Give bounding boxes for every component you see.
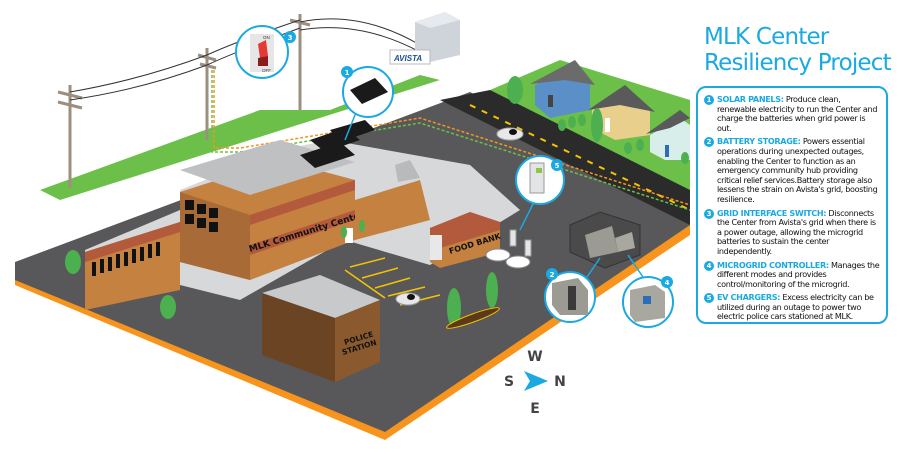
legend-badge: 4 (704, 260, 714, 271)
avista-sign: AVISTA (393, 54, 422, 63)
legend-item-battery-storage: 2 BATTERY STORAGE: Powers essential oper… (704, 137, 880, 204)
car-street (496, 127, 524, 141)
legend-heading: EV CHARGERS: (717, 292, 781, 303)
compass-west: W (527, 349, 542, 365)
callout-badge-1: 1 (345, 69, 350, 77)
switch-on-label: ON (263, 35, 270, 40)
utility-poles (57, 14, 311, 188)
legend-badge: 2 (704, 137, 714, 148)
legend-item-solar-panels: 1 SOLAR PANELS: Produce clean, renewable… (704, 94, 880, 133)
left-wing (85, 222, 180, 310)
legend-heading: MICROGRID CONTROLLER: (717, 259, 829, 270)
callout-switch (235, 25, 289, 79)
legend-badge: 1 (704, 95, 714, 105)
legend-item-microgrid-controller: 4 MICROGRID CONTROLLER: Manages the diff… (704, 259, 880, 290)
compass: W S N E (504, 349, 566, 417)
callout-solar (342, 66, 394, 118)
compass-arrow-icon (524, 371, 548, 391)
callout-controller (622, 276, 674, 328)
callout-badge-3: 3 (288, 34, 293, 42)
street-centerline (469, 104, 691, 211)
legend-text: Powers essential operations during unexp… (717, 136, 878, 204)
house-mint (646, 110, 690, 160)
callout-lines (344, 109, 646, 281)
parking-lot-car (395, 292, 421, 306)
middle-wing (345, 160, 430, 243)
legend-heading: GRID INTERFACE SWITCH: (717, 207, 827, 218)
legend-box: 1 SOLAR PANELS: Produce clean, renewable… (696, 86, 888, 324)
compass-east: E (530, 401, 540, 417)
legend-item-grid-interface-switch: 3 GRID INTERFACE SWITCH: Disconnects the… (704, 207, 880, 257)
trees-lot (65, 220, 498, 328)
grass-strip (40, 75, 440, 200)
ev-chargers (509, 229, 532, 257)
house-blue (530, 60, 595, 118)
switch-off-label: OFF (262, 68, 271, 73)
legend-text: Excess electricity can be utilized durin… (717, 292, 874, 322)
page-title: MLK Center Resiliency Project (704, 24, 892, 76)
legend-badge: 3 (704, 208, 714, 219)
compass-south: S (504, 374, 514, 390)
legend-text: Disconnects the Center from Avista's gri… (717, 207, 876, 256)
police-station (262, 275, 380, 382)
legend-heading: BATTERY STORAGE: (717, 136, 801, 147)
legend-text: Produce clean, renewable electricity to … (717, 94, 878, 133)
callout-battery (544, 271, 596, 323)
house-yellow (588, 85, 655, 140)
callout-badge-2: 2 (550, 271, 555, 279)
compass-north: N (554, 374, 566, 390)
legend-text: Manages the different modes and provides… (717, 259, 880, 289)
battery-enclosure (569, 211, 641, 269)
title-line-2: Resiliency Project (704, 50, 892, 76)
street (440, 90, 690, 225)
police-cars (485, 248, 531, 269)
legend-heading: SOLAR PANELS: (717, 94, 784, 104)
callout-badge-4: 4 (665, 279, 670, 287)
legend-badge: 5 (704, 293, 714, 304)
parking-stripes (344, 257, 441, 306)
title-line-1: MLK Center (704, 24, 829, 50)
avista-plant (389, 12, 460, 65)
community-center-block (180, 140, 355, 280)
callout-badge-5: 5 (555, 162, 560, 170)
legend-item-ev-chargers: 5 EV CHARGERS: Excess electricity can be… (704, 292, 880, 322)
grid-power-line (213, 70, 691, 206)
trees-neighborhood (507, 76, 689, 164)
tree-planter (446, 307, 500, 329)
callout-badges (284, 31, 673, 288)
food-bank-wing (430, 212, 500, 268)
